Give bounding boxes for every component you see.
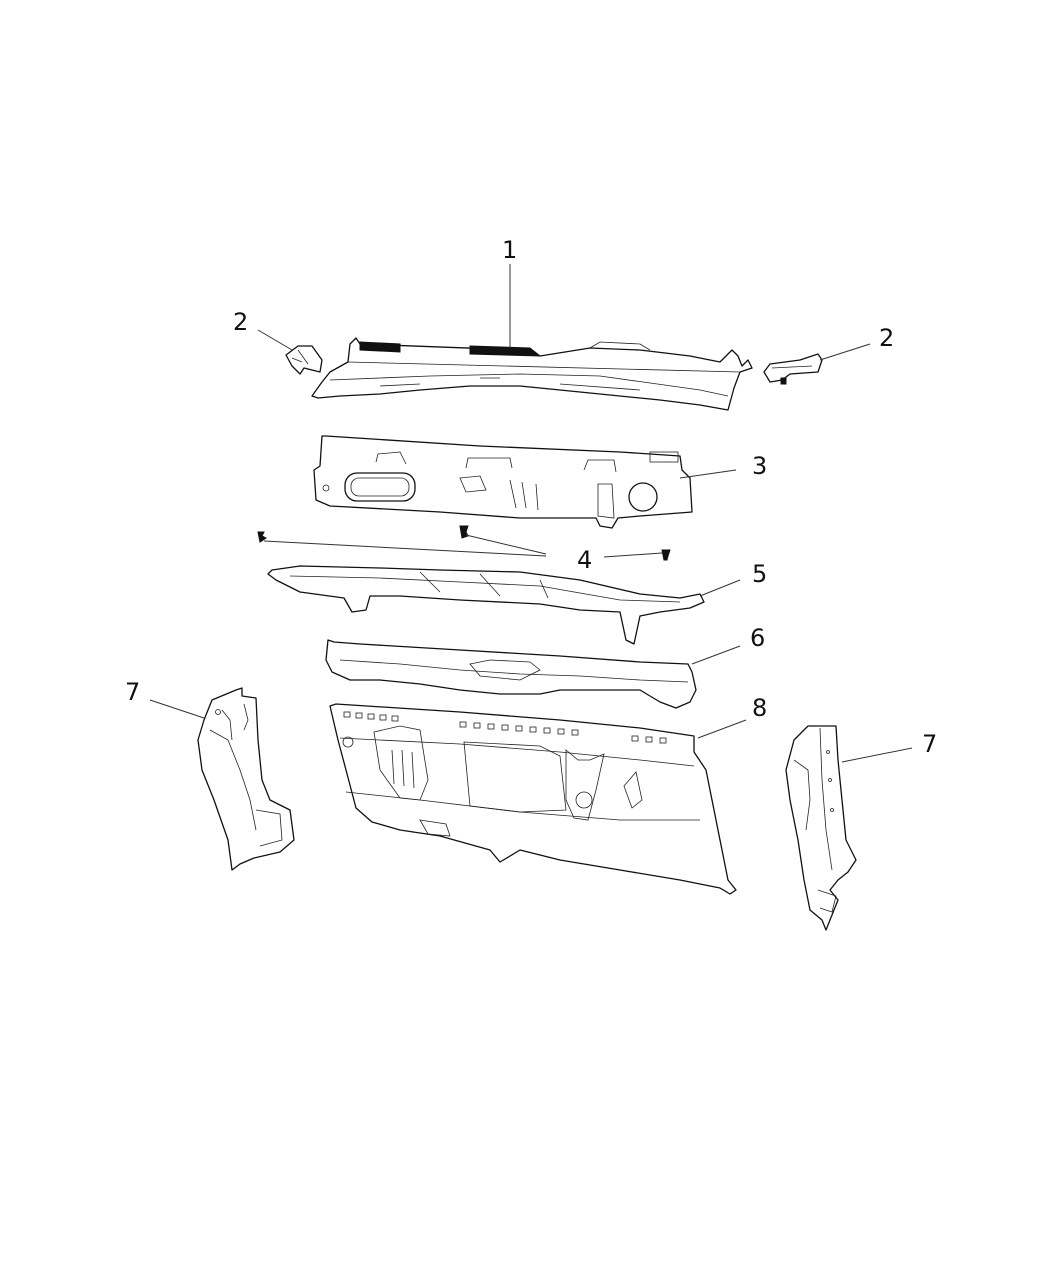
- svg-text:7: 7: [125, 678, 140, 706]
- part-3-plenum-panel: [313, 435, 693, 529]
- svg-text:3: 3: [752, 452, 767, 480]
- svg-text:2: 2: [233, 308, 248, 336]
- part-2-bracket-right: [763, 353, 823, 385]
- callout-3: 3: [679, 452, 767, 480]
- svg-text:4: 4: [577, 546, 592, 574]
- callout-5: 5: [699, 560, 767, 597]
- part-7-left-pillar: [197, 687, 295, 871]
- part-2-bracket-left: [285, 345, 323, 375]
- part-8-dash-panel: [329, 703, 737, 895]
- callout-2-left: 2: [233, 308, 293, 351]
- callout-2-right: 2: [819, 324, 894, 361]
- part-7-right-pillar: [785, 725, 857, 931]
- callout-7-left: 7: [125, 678, 205, 719]
- callout-6: 6: [691, 624, 765, 665]
- svg-text:8: 8: [752, 694, 767, 722]
- part-5-cowl-reinforcement: [267, 565, 705, 645]
- svg-text:1: 1: [502, 236, 517, 264]
- svg-text:2: 2: [879, 324, 894, 352]
- part-6-dash-panel-upper: [325, 639, 697, 709]
- svg-text:5: 5: [752, 560, 767, 588]
- slot-row: [343, 711, 667, 744]
- part-4-fasteners: [257, 525, 671, 561]
- svg-text:6: 6: [750, 624, 765, 652]
- part-1-cowl-top-panel: [311, 337, 753, 411]
- callout-4: 4: [263, 534, 663, 574]
- callout-8: 8: [697, 694, 767, 739]
- svg-text:7: 7: [922, 730, 937, 758]
- callout-7-right: 7: [841, 730, 937, 763]
- callout-1: 1: [502, 236, 517, 348]
